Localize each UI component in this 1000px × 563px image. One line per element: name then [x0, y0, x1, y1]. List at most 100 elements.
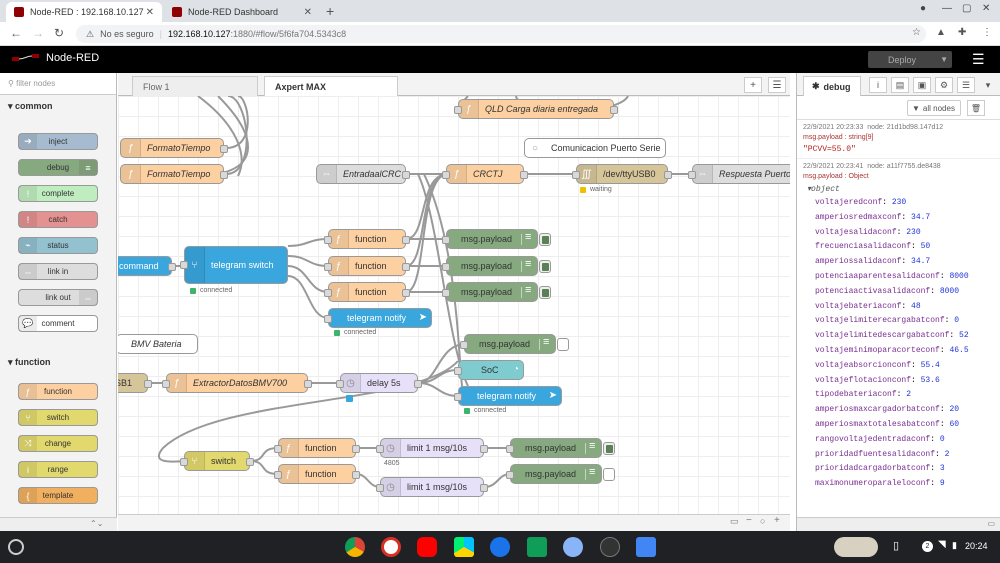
back-icon[interactable]: ←	[10, 26, 22, 40]
node-debug-3[interactable]: msg.payload	[442, 282, 551, 302]
tab-debug[interactable]: ✱debug	[803, 76, 861, 96]
list-flows-button[interactable]: ☰	[768, 77, 786, 93]
clock[interactable]: 20:24	[965, 541, 988, 551]
deploy-menu-icon[interactable]: ▼	[940, 55, 948, 64]
node-serial-usb[interactable]: ∭/dev/ttyUSB0	[572, 164, 672, 184]
object-property[interactable]: amperiosmaxtotalesabatconf: 60	[815, 418, 994, 433]
debug-toggle-button[interactable]	[539, 233, 551, 246]
tab-search-icon[interactable]: ●	[920, 3, 927, 14]
sidebar-menu-icon[interactable]: ▾	[985, 79, 991, 90]
object-property[interactable]: voltajelimiterecargabatconf: 0	[815, 314, 994, 329]
sheets-icon[interactable]	[527, 537, 547, 557]
object-property[interactable]: voltajeredconf: 230	[815, 196, 994, 211]
palette-category-function[interactable]: ▾ function	[8, 357, 51, 367]
palette-node-change[interactable]: ⤨change	[18, 435, 98, 452]
drive-icon[interactable]: ▲	[936, 27, 946, 38]
debug-toggle-button[interactable]	[557, 338, 569, 351]
debug-toggle-button[interactable]	[539, 260, 551, 273]
minimize-icon[interactable]: —	[942, 3, 952, 14]
node-limit-2[interactable]: ◷limit 1 msg/10s	[376, 477, 488, 497]
node-telegram-notify-1[interactable]: telegram notify➤	[324, 308, 432, 328]
wallpaper-thumbnail[interactable]	[834, 537, 878, 557]
debug-message[interactable]: 22/9/2021 20:23:41 node: a11f7755.de8438…	[797, 159, 1000, 496]
palette-node-complete[interactable]: !complete	[18, 185, 98, 202]
info-icon[interactable]: i	[869, 77, 887, 93]
debug-toggle-button[interactable]	[603, 468, 615, 481]
zoom-in-icon[interactable]: +	[774, 515, 780, 526]
battery-icon[interactable]: ▮	[952, 540, 957, 550]
debug-message[interactable]: 22/9/2021 20:23:33 node: 21d1bd98.147d12…	[797, 120, 1000, 159]
node-debug-6[interactable]: msg.payload	[506, 464, 615, 484]
object-toggle[interactable]: ▾object	[807, 185, 840, 194]
zoom-reset-icon[interactable]: ○	[760, 516, 766, 526]
message-value[interactable]: "PCVV=55.0"	[803, 145, 856, 154]
clear-debug-button[interactable]: 🗑	[967, 100, 985, 116]
browser-tab-nodered[interactable]: Node-RED : 192.168.10.127 ✕	[6, 2, 162, 22]
object-property[interactable]: potenciaaparentesalidaconf: 8000	[815, 270, 994, 285]
object-property[interactable]: voltajeflotacionconf: 53.6	[815, 374, 994, 389]
database-icon[interactable]: ☰	[957, 77, 975, 93]
zoom-out-icon[interactable]: −	[746, 515, 752, 526]
object-property[interactable]: rangovoltajedentradaconf: 0	[815, 433, 994, 448]
main-menu-icon[interactable]: ☰	[972, 51, 985, 67]
vscode-icon[interactable]	[636, 537, 656, 557]
close-window-icon[interactable]: ✕	[982, 3, 991, 14]
tab-axpert-max[interactable]: Axpert MAX	[264, 76, 398, 96]
object-property[interactable]: frecuenciasalidaconf: 50	[815, 240, 994, 255]
palette-node-debug[interactable]: debug≡	[18, 159, 98, 176]
object-property[interactable]: prioridadfuentesalidaconf: 2	[815, 448, 994, 463]
forward-icon[interactable]: →	[32, 26, 44, 40]
book-icon[interactable]: ▤	[891, 77, 909, 93]
object-property[interactable]: voltajesalidaconf: 230	[815, 226, 994, 241]
not-secure-icon[interactable]: ⚠	[86, 28, 95, 39]
map-icon[interactable]: ▭	[730, 516, 739, 526]
node-command[interactable]: command	[118, 256, 176, 276]
palette-node-comment[interactable]: 💬comment	[18, 315, 98, 332]
node-soc-gauge[interactable]: SoC◔	[454, 360, 524, 380]
palette-node-switch[interactable]: ⑂switch	[18, 409, 98, 426]
object-property[interactable]: tipodebateriaconf: 2	[815, 388, 994, 403]
palette-node-status[interactable]: ⌁status	[18, 237, 98, 254]
terminal-icon[interactable]	[600, 537, 620, 557]
object-property[interactable]: voltajebateriaconf: 48	[815, 300, 994, 315]
settings-icon[interactable]: ⚙	[935, 77, 953, 93]
files-icon[interactable]	[490, 537, 510, 557]
star-icon[interactable]: ☆	[912, 27, 921, 38]
phone-icon[interactable]: ▯	[893, 540, 900, 552]
object-property[interactable]: prioridadcargadorbatconf: 3	[815, 462, 994, 477]
filter-nodes-button[interactable]: ▼all nodes	[907, 100, 961, 116]
debug-toggle-button[interactable]	[539, 286, 551, 299]
new-tab-icon[interactable]: +	[326, 3, 335, 19]
object-property[interactable]: voltajelimitedescargabatconf: 52	[815, 329, 994, 344]
object-property[interactable]: voltajeabsorcionconf: 55.4	[815, 359, 994, 374]
palette-filter[interactable]: ⚲ filter nodes	[0, 73, 116, 95]
debug-toggle-button[interactable]	[603, 442, 615, 455]
object-property[interactable]: voltajeminimoparacorteconf: 46.5	[815, 344, 994, 359]
maximize-icon[interactable]: ▢	[962, 3, 972, 14]
palette-node-catch[interactable]: !catch	[18, 211, 98, 228]
wifi-icon[interactable]: ◥	[938, 539, 946, 550]
more-icon[interactable]: ⋮	[982, 27, 992, 38]
close-tab-icon[interactable]: ✕	[303, 6, 312, 18]
palette-node-link-in[interactable]: ⇔link in	[18, 263, 98, 280]
node-delay[interactable]: ◷delay 5s	[336, 373, 422, 393]
node-respuesta-puerto[interactable]: ⇔Respuesta Puerto	[688, 164, 790, 184]
node-debug-1[interactable]: msg.payload	[442, 229, 551, 249]
tab-flow-1[interactable]: Flow 1	[132, 76, 258, 96]
notification-badge[interactable]: 2	[922, 541, 933, 552]
node-comment-comunicacion[interactable]: ○Comunicacion Puerto Serie	[524, 138, 666, 158]
close-tab-icon[interactable]: ✕	[145, 6, 154, 18]
url-field[interactable]: ⚠ No es seguro | 192.168.10.127 :1880/#f…	[76, 25, 926, 43]
collapse-all-icon[interactable]: ⌃⌄	[90, 519, 104, 528]
